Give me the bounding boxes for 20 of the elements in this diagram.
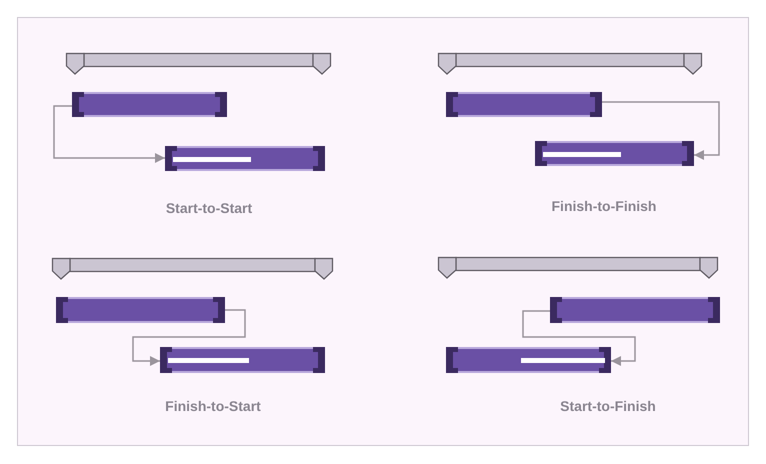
dependency-type-label: Finish-to-Finish [552, 198, 656, 214]
dependency-type-label: Start-to-Start [166, 200, 252, 216]
dependency-type-label: Finish-to-Start [165, 398, 261, 414]
task-bar [446, 92, 602, 117]
task-bar [56, 297, 225, 323]
summary-bar [66, 53, 331, 74]
task-bar [535, 141, 694, 166]
task-bar [446, 347, 611, 373]
task-bar [160, 347, 325, 373]
connector-arrow [53, 105, 165, 163]
dependency-type-label: Start-to-Finish [560, 398, 656, 414]
summary-bar [52, 258, 333, 279]
task-bar [550, 297, 720, 323]
task-bar [72, 92, 227, 117]
summary-bar [438, 257, 718, 278]
connector-arrow [522, 310, 636, 366]
task-bar [165, 146, 325, 171]
connector-arrow [132, 309, 246, 366]
connector-arrow [602, 101, 720, 160]
summary-bar [438, 53, 702, 74]
